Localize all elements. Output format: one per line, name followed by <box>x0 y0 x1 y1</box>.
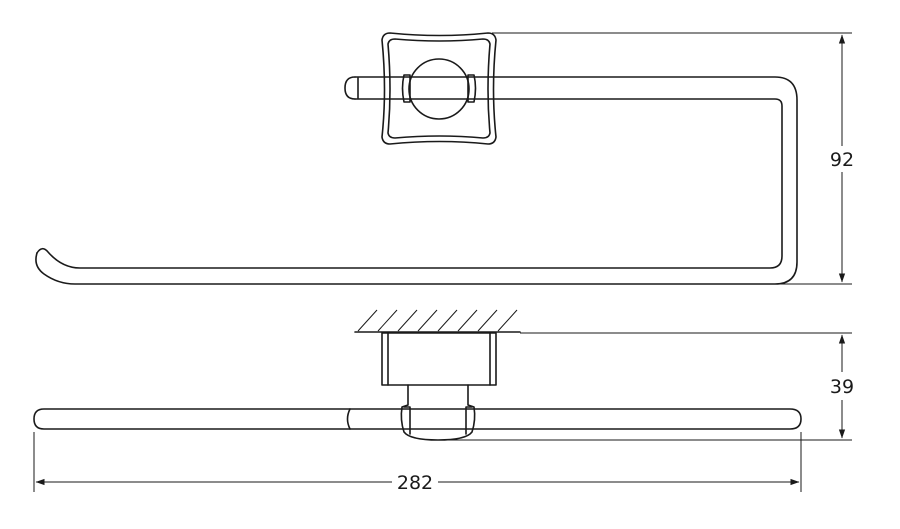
dimension-depth: 39 <box>440 332 854 441</box>
wall-plate-outer <box>381 32 497 145</box>
top-view <box>33 309 802 441</box>
hub-body-side <box>400 384 476 441</box>
dimension-width: 282 <box>33 432 802 494</box>
hub-collar-left <box>401 74 411 103</box>
rail-inner-edge <box>36 98 783 269</box>
hub-collar-right-side <box>465 406 473 435</box>
hub-collar-left-side <box>403 406 411 435</box>
dimension-label-height: 92 <box>830 149 854 171</box>
rail-end-cap <box>344 76 356 100</box>
bar-top-view <box>33 408 802 430</box>
rail-outer-edge <box>35 76 798 285</box>
dimension-label-depth: 39 <box>830 376 854 398</box>
wall-plate-inner <box>387 38 491 139</box>
wall-hatch <box>354 309 521 333</box>
dimension-height: 92 <box>492 32 854 285</box>
bar-end-seam <box>346 408 351 430</box>
hub-collar-right <box>467 74 477 103</box>
hub-disc <box>408 58 470 120</box>
front-view <box>35 32 798 285</box>
dimension-label-width: 282 <box>397 472 433 494</box>
wall-plate-side <box>381 332 497 386</box>
